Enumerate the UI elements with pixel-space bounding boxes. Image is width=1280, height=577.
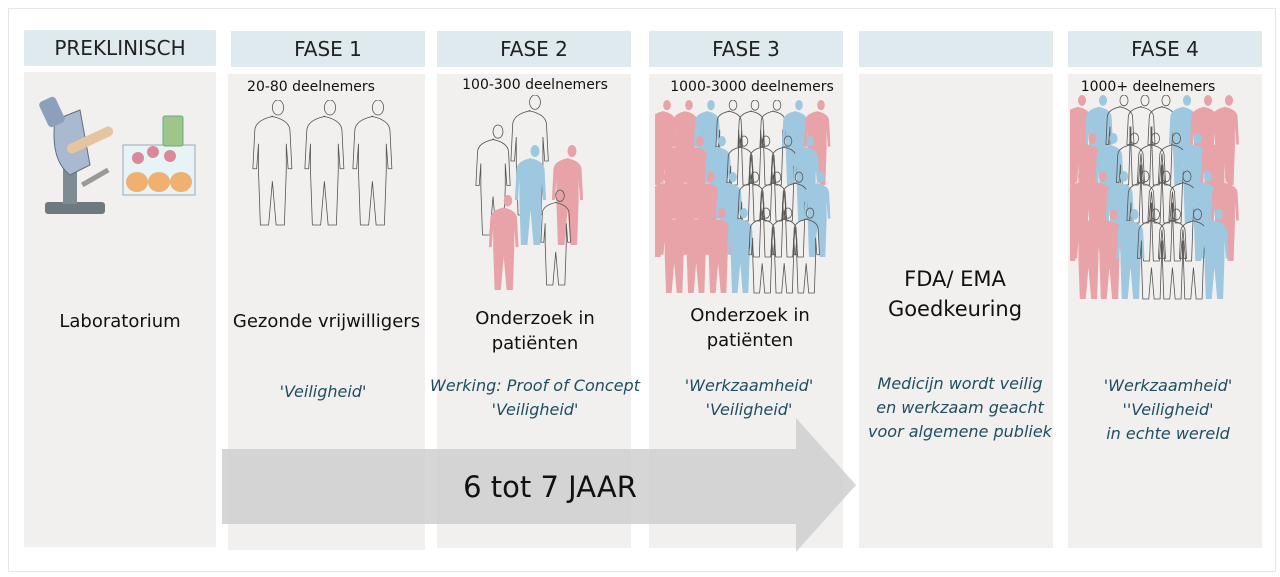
person-figure (1157, 208, 1187, 300)
note: Medicijn wordt veilig (877, 374, 1043, 393)
person-figure (1200, 209, 1229, 299)
person-figure (1136, 132, 1166, 224)
note: 'Veiligheid' (705, 400, 793, 419)
header-fase-1: FASE 1 (231, 31, 425, 67)
header-fase-3: FASE 3 (649, 31, 843, 67)
notes-fase-2: Werking: Proof of Concept 'Veiligheid' (425, 374, 645, 422)
person-figure (1178, 208, 1208, 300)
person-figure (252, 100, 293, 226)
person-figure (1126, 95, 1156, 186)
notes-fase-1: 'Veiligheid' (228, 380, 418, 404)
header-fase-2: FASE 2 (437, 31, 631, 67)
label-approval: FDA/ EMA Goedkeuring (887, 267, 1023, 321)
person-figure (540, 189, 571, 286)
participants-illustration-fase-2 (475, 95, 584, 290)
notes-fase-4: 'Werkzaamheid' ''Veiligheid' in echte were… (1068, 374, 1268, 446)
timeline-label: 6 tot 7 JAAR (463, 470, 637, 504)
participants-illustration-fase-3 (655, 100, 831, 294)
participants-fase-1: 20-80 deelnemers (247, 79, 375, 95)
label-preklinisch: Laboratorium (59, 311, 181, 332)
note: ''Veiligheid' (1122, 400, 1214, 419)
person-figure (514, 145, 547, 245)
person-figure (1168, 170, 1198, 262)
header-preklinisch: PREKLINISCH (24, 30, 216, 66)
notes-fase-3: 'Werkzaamheid' 'Veiligheid' (649, 374, 849, 422)
person-figure (304, 100, 345, 226)
incubator-icon (122, 115, 196, 196)
note: Werking: Proof of Concept (430, 376, 640, 395)
note: voor algemene publiek (868, 422, 1052, 441)
person-figure (1074, 209, 1103, 299)
person-figure (1157, 132, 1187, 224)
participants-illustration-fase-4 (1070, 95, 1239, 300)
microscope-icon (39, 96, 196, 214)
person-figure (1136, 208, 1166, 300)
person-figure (660, 208, 688, 293)
person-figure (748, 207, 776, 294)
panel-approval (859, 74, 1053, 548)
person-figure (770, 207, 798, 294)
person-figure (352, 100, 393, 226)
participants-fase-3: 1000-3000 deelnemers (670, 79, 834, 95)
person-figure (704, 208, 732, 293)
header-approval (859, 31, 1053, 67)
person-figure (682, 208, 710, 293)
note: 'Veiligheid' (279, 382, 367, 401)
person-figure (1095, 209, 1124, 299)
label-fase-1: Gezonde vrijwilligers (232, 311, 421, 332)
note: in echte wereld (1106, 424, 1230, 443)
label-fase-3: Onderzoek in patiënten (690, 305, 810, 351)
note: en werkzaam geacht (876, 398, 1044, 417)
person-figure (1147, 95, 1177, 186)
person-figure (726, 208, 754, 293)
notes-approval: Medicijn wordt veilig en werkzaam geacht v… (855, 372, 1065, 444)
header-fase-4: FASE 4 (1068, 31, 1262, 67)
person-figure (792, 207, 820, 294)
diagram-frame (8, 8, 1276, 572)
person-figure (1116, 209, 1145, 299)
participants-fase-4: 1000+ deelnemers (1080, 79, 1216, 95)
person-figure (551, 145, 584, 245)
person-figure (803, 172, 831, 257)
note: 'Werkzaamheid' (684, 376, 814, 395)
person-figure (488, 195, 519, 290)
person-figure (1147, 170, 1177, 262)
participants-fase-2: 100-300 deelnemers (462, 77, 608, 93)
note: 'Veiligheid' (491, 400, 579, 419)
participants-illustration-fase-1 (252, 100, 393, 226)
note: 'Werkzaamheid' (1103, 376, 1233, 395)
label-fase-2: Onderzoek in patiënten (475, 308, 595, 354)
